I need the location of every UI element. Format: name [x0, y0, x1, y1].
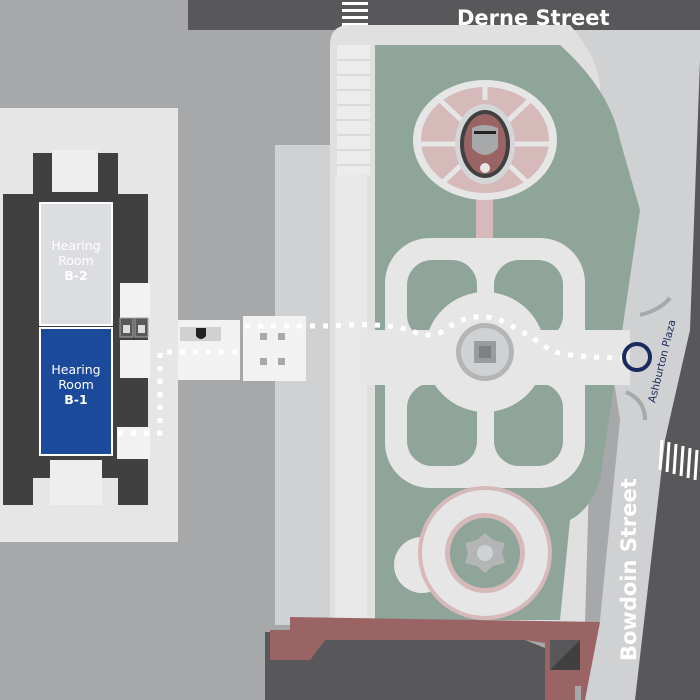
monument-icon — [472, 125, 498, 173]
hearing-room-b2-label: Hearing Room B-2 — [40, 238, 112, 283]
room-b1-line2: Room — [58, 377, 94, 392]
corridor-lower — [120, 340, 150, 378]
brick-terrace — [270, 617, 600, 700]
fountain-icon — [456, 323, 514, 381]
bowdoin-street-label: Bowdoin Street — [617, 478, 641, 661]
plaza-curb-south — [625, 390, 647, 421]
transit-station-ring-icon[interactable] — [622, 342, 652, 372]
room-b1-line1: Hearing — [51, 362, 101, 377]
walkway-column — [275, 145, 333, 625]
hearing-room-b1[interactable] — [39, 327, 113, 456]
bowdoin-street-road — [635, 60, 700, 700]
hearing-room-b2[interactable] — [39, 202, 113, 326]
bottom-building — [265, 632, 545, 700]
north-path — [476, 190, 493, 240]
bottom-post — [575, 686, 581, 700]
north-entrance-stairs — [52, 150, 98, 192]
elevator-icon — [119, 317, 149, 338]
derne-street-label: Derne Street — [457, 6, 610, 30]
park-stairs — [337, 45, 370, 175]
room-b2-line2: Room — [58, 253, 94, 268]
room-b1-code: B-1 — [64, 392, 88, 407]
park-west-path — [335, 175, 367, 620]
plaza-curb-north — [639, 296, 672, 317]
room-b2-code: B-2 — [64, 268, 88, 283]
bottom-stair-icon — [550, 640, 580, 670]
crosswalk-right — [658, 439, 699, 481]
star-fountain-icon — [465, 533, 505, 573]
room-b2-line1: Hearing — [51, 238, 101, 253]
stair-lines — [337, 59, 370, 166]
columns — [260, 333, 285, 365]
corridor-upper — [120, 283, 150, 318]
walking-route — [118, 314, 631, 436]
south-entrance-stairs — [50, 460, 102, 505]
security-shield-icon — [196, 328, 206, 339]
hearing-room-b1-label: Hearing Room B-1 — [40, 362, 112, 407]
upper-ledge — [275, 30, 333, 145]
